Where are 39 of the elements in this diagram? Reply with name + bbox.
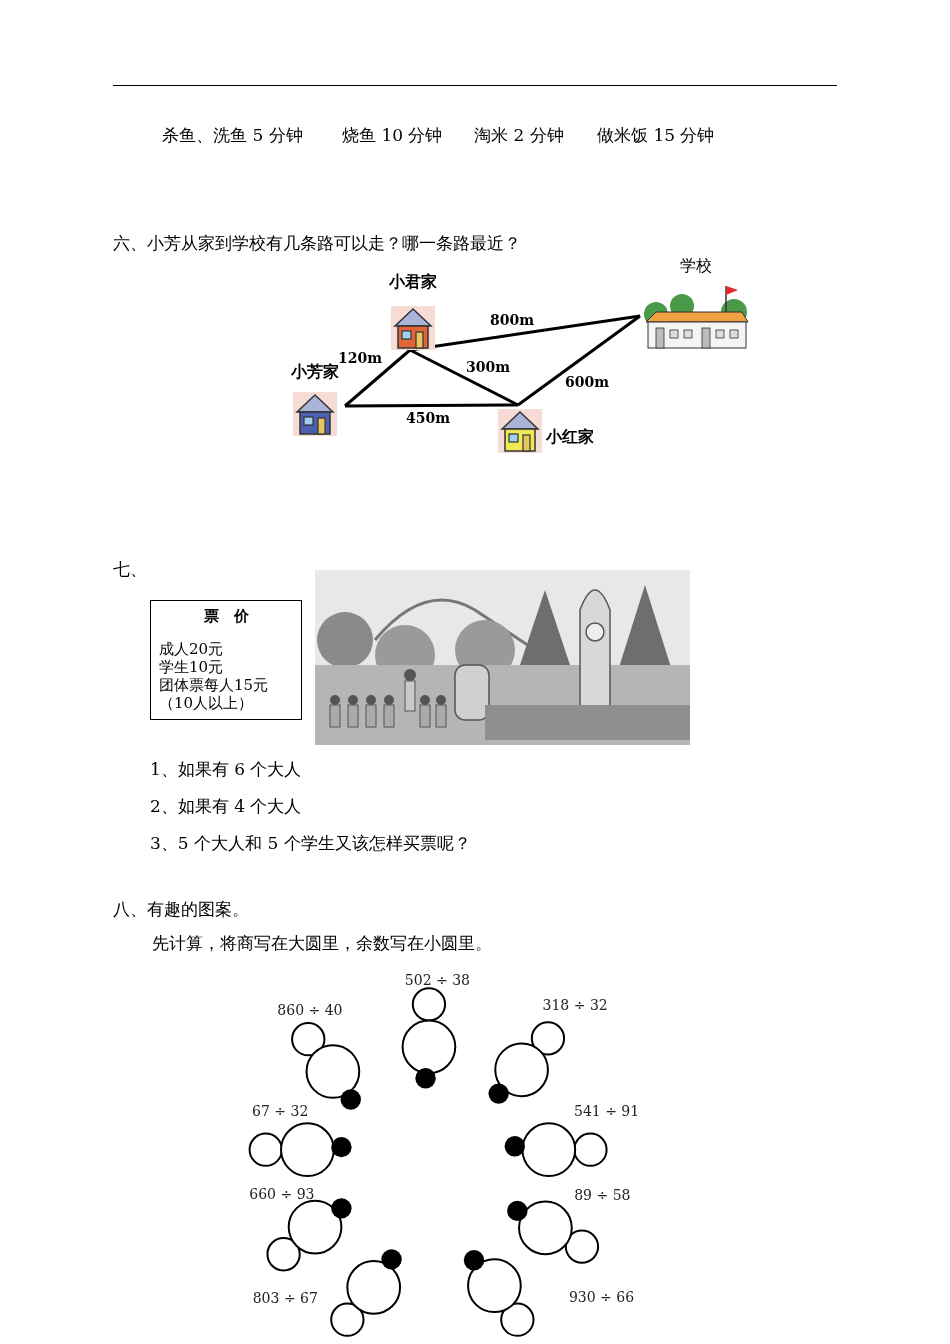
road-line — [517, 314, 641, 407]
question-text: 七、 — [113, 558, 147, 580]
road-line — [409, 348, 519, 407]
card-heading: 票 价 — [202, 606, 250, 627]
division-expression: 930 ÷ 66 — [568, 1289, 635, 1304]
place-label: 小君家 — [389, 274, 437, 290]
question-text: 1、如果有 6 个大人 — [150, 758, 302, 780]
division-expression: 860 ÷ 40 — [277, 1003, 343, 1018]
division-expression: 67 ÷ 32 — [252, 1103, 309, 1118]
price-text: （10人以上） — [159, 693, 255, 712]
place-label: 小红家 — [546, 429, 594, 445]
question-text: 3、5 个大人和 5 个学生又该怎样买票呢？ — [150, 832, 471, 854]
question-text: 烧鱼 10 分钟 — [342, 124, 443, 146]
question-text: 先计算，将商写在大圆里，余数写在小圆里。 — [152, 932, 492, 954]
question-text: 六、小芳从家到学校有几条路可以走？哪一条路最近？ — [113, 232, 521, 254]
division-expression: 803 ÷ 67 — [252, 1290, 318, 1305]
place-label: 小芳家 — [291, 364, 339, 380]
place-label: 学校 — [680, 258, 712, 274]
price-text: 学生10元 — [159, 657, 225, 676]
distance-label: 800m — [490, 313, 534, 327]
distance-label: 450m — [406, 411, 450, 425]
distance-label: 600m — [565, 375, 609, 389]
road-line — [344, 348, 411, 408]
distance-label: 120m — [338, 351, 382, 365]
question-text: 2、如果有 4 个大人 — [150, 795, 302, 817]
question-text: 杀鱼、洗鱼 5 分钟 — [162, 124, 303, 146]
division-expression: 541 ÷ 91 — [574, 1103, 640, 1118]
division-expression: 502 ÷ 38 — [404, 972, 470, 987]
division-expression: 89 ÷ 58 — [574, 1187, 631, 1202]
division-expression: 660 ÷ 93 — [249, 1186, 315, 1201]
road-line — [345, 403, 518, 408]
question-text: 淘米 2 分钟 — [474, 124, 564, 146]
division-expression: 318 ÷ 32 — [542, 998, 608, 1013]
price-card — [150, 600, 302, 720]
price-text: 团体票每人15元 — [159, 675, 270, 694]
distance-label: 300m — [466, 360, 510, 374]
price-text: 成人20元 — [159, 639, 225, 658]
question-text: 八、有趣的图案。 — [113, 898, 249, 920]
question-text: 做米饭 15 分钟 — [597, 124, 715, 146]
